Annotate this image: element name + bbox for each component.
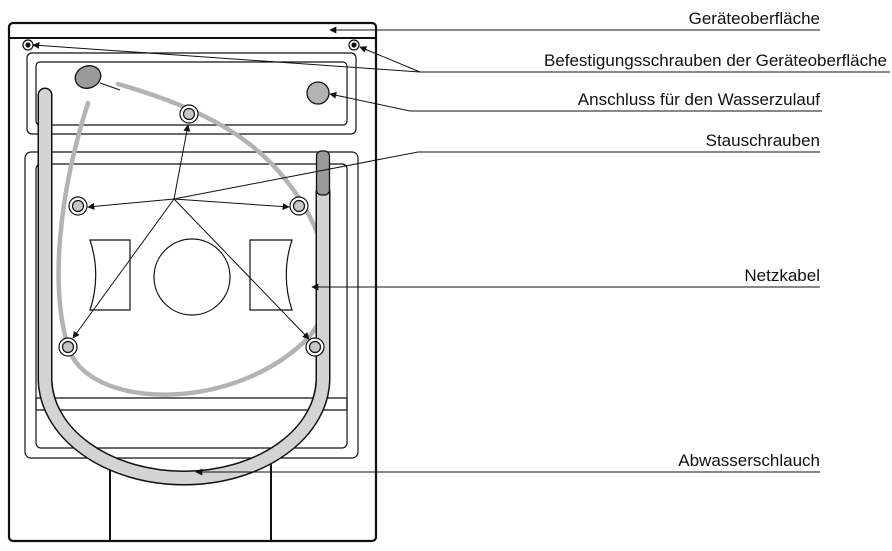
transit-bolt-left [68,196,88,216]
label-top-surface: Geräteoberfläche [689,9,820,28]
machine-outline [7,21,378,543]
power-cable [56,65,331,397]
transit-bolt-bottom-left [58,337,78,357]
drain-hose [37,87,331,486]
label-surface-screws: Befestigungsschrauben der Geräteoberfläc… [544,51,887,70]
transit-bolts [58,104,325,357]
callout-lines [32,26,890,476]
surface-screw-left [22,39,34,51]
transit-bolt-right [289,196,309,216]
back-panel [24,151,359,459]
machine-body [7,21,378,543]
leader-water-inlet [329,91,822,112]
transit-bolt-bottom-right [305,337,325,357]
label-power-cable: Netzkabel [744,266,820,285]
drum-opening [153,238,231,316]
surface-screws [22,39,360,51]
label-transit-bolts: Stauschrauben [706,131,820,150]
leader-screw-right [359,46,421,73]
water-inlet-icon [306,81,330,105]
power-plug-icon [74,65,102,89]
upper-panel [26,52,357,135]
drain-hose-end [315,150,331,196]
leader-transit-bolts [173,151,820,200]
water-inlet [306,81,330,105]
transit-bolt-top [179,104,199,124]
label-drain-hose: Abwasserschlauch [678,451,820,470]
label-water-inlet: Anschluss für den Wasserzulauf [578,90,820,109]
surface-screw-right [348,39,360,51]
